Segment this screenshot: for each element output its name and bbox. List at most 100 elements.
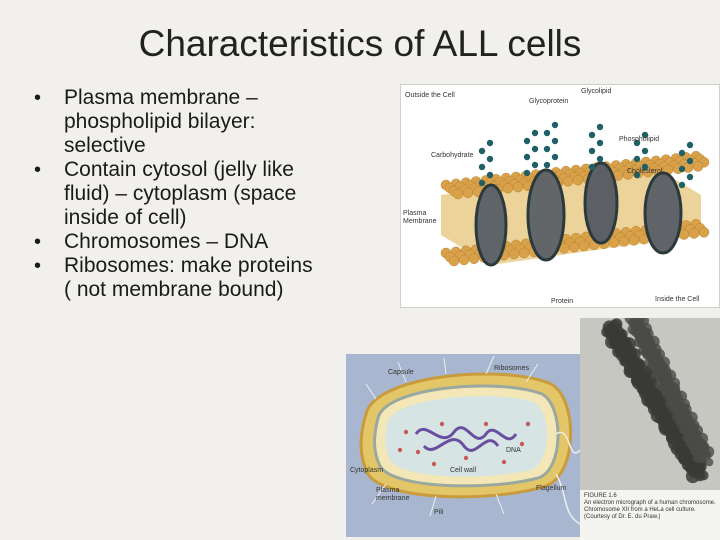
sugar-bead [531,161,539,169]
cytoplasm-shape [385,396,548,477]
lipid-head [502,183,514,194]
lipid-head [568,241,580,253]
lipid-head [462,187,474,199]
slide-title: Characteristics of ALL cells [138,23,582,64]
sugar-bead [478,147,486,155]
label-phospholipid: Phospholipid [619,136,659,143]
label-ribosomes: Ribosomes [494,365,530,372]
sugar-bead [531,129,539,137]
label-carbohydrate: Carbohydrate [431,152,474,159]
lipid-head [578,240,590,252]
bullet-item: • Ribosomes: make proteins ( not membran… [32,254,377,302]
caption-text: An electron micrograph of a human chromo… [584,500,716,520]
sugar-bead [686,141,694,149]
ribosome-dot [463,455,469,461]
membrane-proteins [474,161,683,267]
micrograph-caption: FIGURE 1.6 An electron micrograph of a h… [580,490,720,540]
flagellum-line [555,473,580,525]
pili-lines [365,355,539,517]
sugar-bead [523,137,531,145]
sugar-bead [641,163,649,171]
sugar-bead [686,157,694,165]
sugar-bead [633,171,641,179]
ribosome-dot [415,449,421,455]
label-plasma-membrane: Plasma [403,210,426,217]
ribosome-dot [483,421,489,427]
chromosome-shape [601,318,715,484]
bullet-line: Contain cytosol (jelly like [64,158,294,181]
sugar-bead [543,129,551,137]
ribosome-dot [501,459,507,465]
lipid-head [518,247,530,259]
bullet-line: Plasma membrane – [64,86,258,109]
protein-shape [583,161,619,245]
lipid-head [468,253,480,264]
bullet-line: fluid) – cytoplasm (space [64,182,297,205]
lipid-head [458,254,470,266]
carbohydrate-chains [478,121,694,189]
bullet-list: • Plasma membrane – phospholipid bilayer… [32,86,377,302]
chromosome-micrograph: FIGURE 1.6 An electron micrograph of a h… [580,318,720,540]
sugar-bead [641,131,649,139]
sugar-bead [678,181,686,189]
bullet-line: Ribosomes: make proteins [64,254,313,277]
lipid-head [452,188,464,200]
label-cell-wall: Cell wall [450,467,477,474]
bullet-icon: • [34,87,42,109]
ribosome-dot [397,447,403,453]
lipid-head [628,235,640,246]
sugar-bead [633,139,641,147]
bullet-item: • Contain cytosol (jelly like fluid) – c… [32,158,377,230]
bullet-icon: • [34,255,42,277]
sugar-bead [551,153,559,161]
prokaryote-illustration: Capsule Ribosomes DNA Cytoplasm Cell wal… [350,355,580,525]
label-glycolipid: Glycolipid [581,88,611,95]
sugar-bead [596,139,604,147]
label-inside: Inside the Cell [655,296,700,303]
protein-shape [474,183,508,267]
sugar-bead [523,169,531,177]
sugar-bead [551,137,559,145]
ribosome-dot [431,461,437,467]
dna-strand [414,426,518,452]
ribosome-dot [519,441,525,447]
ribosome-dots [397,421,531,467]
lipid-head [562,176,574,187]
bullet-item: • Chromosomes – DNA [32,230,377,254]
label-protein: Protein [551,298,573,305]
label-plasma-membrane: Plasma [376,487,399,494]
label-plasma-membrane-2: Membrane [403,218,437,225]
lipid-head [692,161,704,172]
sugar-bead [596,123,604,131]
bullet-line: Chromosomes – DNA [64,230,269,253]
protein-shape [526,168,566,262]
label-cytoplasm: Cytoplasm [350,467,383,474]
lipid-head [508,248,520,260]
sugar-bead [588,147,596,155]
sugar-bead [478,179,486,187]
label-cholesterol: Cholesterol [627,168,663,175]
sugar-bead [641,147,649,155]
bullet-item: • Plasma membrane – phospholipid bilayer… [32,86,377,158]
sugar-bead [633,155,641,163]
sugar-bead [588,131,596,139]
lipid-head [688,228,700,239]
bullet-line: inside of cell) [64,206,187,229]
sugar-bead [478,163,486,171]
lipid-head [572,174,584,186]
prokaryote-diagram: Capsule Ribosomes DNA Cytoplasm Cell wal… [346,354,580,537]
sugar-bead [523,153,531,161]
sugar-bead [543,161,551,169]
ribosome-dot [439,421,445,427]
bullet-icon: • [34,159,42,181]
caption-title: FIGURE 1.6 [584,493,617,499]
chromatin-blob [685,469,700,484]
lipid-head [608,237,620,248]
sugar-bead [678,149,686,157]
sugar-bead [543,145,551,153]
lipid-head [618,236,630,247]
flagellum-line [555,431,580,454]
sugar-bead [551,121,559,129]
label-plasma-membrane-2: membrane [376,495,410,502]
